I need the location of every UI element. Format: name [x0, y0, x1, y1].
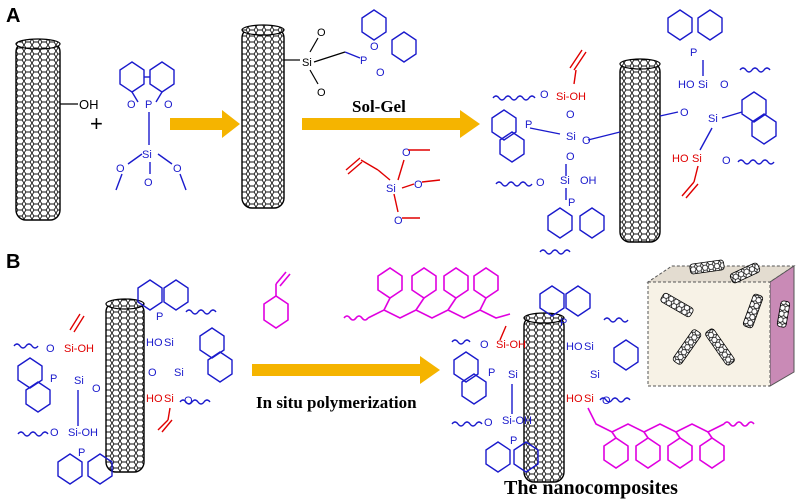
- reaction-arrow-solgel: [302, 110, 480, 138]
- prod-o-bottom: O: [484, 417, 493, 429]
- dopo-silane-reagent: O P O Si O O O: [115, 61, 187, 191]
- prod-si-red: Si: [584, 393, 594, 405]
- prod-p-top: P: [560, 317, 567, 329]
- vinyl-o-bottom: O: [394, 215, 403, 227]
- b-right-o-red: O: [184, 395, 193, 407]
- product-a-o-center-b: O: [582, 135, 591, 147]
- product-a-p-bottom: P: [568, 197, 575, 209]
- reaction-arrow-1: [170, 110, 240, 138]
- product-a-oh-bottom: OH: [580, 175, 597, 187]
- product-a-o-red: O: [722, 155, 731, 167]
- b-left-p-bottom: P: [78, 447, 85, 459]
- product-a-ho-right: HO: [678, 79, 695, 91]
- vinyl-si-label: Si: [386, 183, 396, 195]
- vinyl-o-right: O: [414, 179, 423, 191]
- b-right-p-top: P: [156, 311, 163, 323]
- polymerization-label: In situ polymerization: [256, 393, 417, 412]
- prod-si-center: Si: [508, 369, 518, 381]
- product-a-o-top: O: [540, 89, 549, 101]
- plus-sign: +: [90, 111, 103, 136]
- product-a-o-bottom-l: O: [536, 177, 545, 189]
- carbon-nanotube-pristine: [15, 38, 61, 221]
- reagent-p-label: P: [145, 99, 152, 111]
- prod-p-left: P: [488, 367, 495, 379]
- panel-a-label: A: [6, 5, 20, 27]
- graft-o-top: O: [317, 27, 326, 39]
- prod-si-bottom: Si-OH: [502, 415, 532, 427]
- b-right-si-red: Si: [164, 393, 174, 405]
- prod-si-oh: Si-OH: [496, 339, 526, 351]
- hydroxyl-group-label: OH: [79, 97, 99, 112]
- solgel-label: Sol-Gel: [352, 97, 406, 116]
- polystyrene-chain-bottom: [587, 407, 755, 469]
- prod-ho-red: HO: [566, 393, 583, 405]
- product-a-si-right-mid: Si: [708, 113, 718, 125]
- graft-si-label: Si: [302, 57, 312, 69]
- nanocomposite-cube: [646, 259, 796, 387]
- product-a-o-right-top: O: [720, 79, 729, 91]
- b-left-p: P: [50, 373, 57, 385]
- styrene-monomer: [263, 271, 291, 329]
- b-left-o-bottom: O: [50, 427, 59, 439]
- carbon-nanotube-hybrid-a: [619, 58, 661, 243]
- vinyl-silane-reagent: Si O O O: [345, 147, 441, 227]
- reagent-si-label: Si: [142, 149, 152, 161]
- graft-o-ring: O: [370, 41, 379, 53]
- hybrid-network-b: O Si-OH P Si O Si-OH O P P HO Si Si O HO…: [13, 279, 233, 485]
- prod-o-left: O: [480, 339, 489, 351]
- product-a-si-bottom: Si: [560, 175, 570, 187]
- reagent-o-double-label: O: [164, 99, 173, 111]
- polystyrene-chain-top: [343, 267, 511, 321]
- carbon-nanotube-functionalized: [241, 24, 285, 209]
- prod-p-bottom: P: [510, 435, 517, 447]
- b-left-o-center: O: [92, 383, 101, 395]
- vinyl-o-top: O: [402, 147, 411, 159]
- graft-o-bottom: O: [317, 87, 326, 99]
- prod-ho-right: HO: [566, 341, 583, 353]
- product-a-o-center-c: O: [566, 151, 575, 163]
- nanocomposites-label: The nanocomposites: [504, 477, 678, 499]
- product-a-si-center: Si: [566, 131, 576, 143]
- b-right-o-mid: O: [148, 367, 157, 379]
- b-left-si-center: Si: [74, 375, 84, 387]
- grafted-dopo-silane: Si O O P O O: [284, 9, 417, 99]
- product-a-ho-red: HO: [672, 153, 689, 165]
- graft-p-label: P: [360, 55, 367, 67]
- hybrid-network-product: O Si-OH P Si Si-OH O P P HO Si Si HO Si …: [451, 285, 639, 473]
- product-a-p-left: P: [525, 119, 532, 131]
- reagent-o-left: O: [116, 163, 125, 175]
- b-left-si-oh: Si-OH: [64, 343, 94, 355]
- panel-b-label: B: [6, 251, 20, 273]
- b-left-si-bottom: Si-OH: [68, 427, 98, 439]
- prod-o-red: O: [602, 395, 611, 407]
- reagent-o-right: O: [173, 163, 182, 175]
- b-right-ho-red: HO: [146, 393, 163, 405]
- carbon-nanotube-hybrid-b: [105, 298, 145, 473]
- product-a-si-red: Si: [692, 153, 702, 165]
- prod-si-right-mid: Si: [590, 369, 600, 381]
- hybrid-network-a: Si-OH O Si O O O P Si OH O P HO Si O P S…: [491, 9, 777, 255]
- b-left-o: O: [46, 343, 55, 355]
- product-a-si-oh-top: Si-OH: [556, 91, 586, 103]
- carbon-nanotube-nanocomposite: [523, 312, 565, 483]
- b-right-ho: HO: [146, 337, 163, 349]
- product-a-si-right-top: Si: [698, 79, 708, 91]
- graft-o-double: O: [376, 67, 385, 79]
- product-a-o-center-a: O: [566, 109, 575, 121]
- reagent-o-bottom: O: [144, 177, 153, 189]
- product-a-p-right-top: P: [690, 47, 697, 59]
- prod-si-right: Si: [584, 341, 594, 353]
- b-right-si: Si: [164, 337, 174, 349]
- product-a-o-right-mid: O: [680, 107, 689, 119]
- reaction-arrow-polymerization: [252, 356, 440, 384]
- reagent-o-label: O: [127, 99, 136, 111]
- b-right-si-mid: Si: [174, 367, 184, 379]
